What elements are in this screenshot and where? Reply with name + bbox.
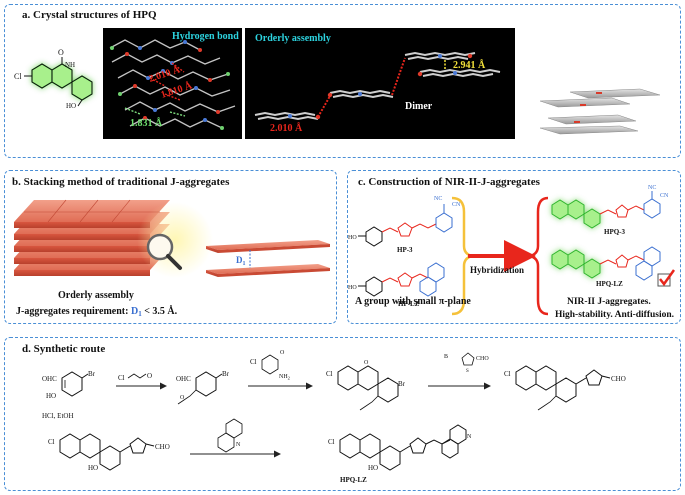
nc-label: NC xyxy=(434,196,442,202)
compound-4: Cl CHO xyxy=(504,365,626,411)
cn-label-2: CN xyxy=(660,193,669,199)
ohc-1: OHC xyxy=(42,375,57,383)
dimer-label: Dimer xyxy=(405,101,433,112)
hpq-lz-product-label: HPQ-LZ xyxy=(340,476,367,484)
right-brace xyxy=(529,196,549,316)
ohc-2: OHC xyxy=(176,375,191,383)
distance-label-4: 2.941 Å xyxy=(453,59,486,71)
n-6: N xyxy=(467,434,472,440)
cho-r3: CHO xyxy=(476,356,489,362)
hp3-structure: HO NC CN xyxy=(348,196,461,247)
compound-3: Cl O Br xyxy=(326,360,406,411)
atom-o-a: O xyxy=(58,48,64,57)
cho-4: CHO xyxy=(611,375,626,383)
right-caption-1: NIR-II J-aggregates. xyxy=(567,297,651,307)
panel-a-title: a. Crystal structures of HPQ xyxy=(22,9,157,21)
checkmark-icon xyxy=(657,269,676,287)
reagent-4: N xyxy=(217,418,243,453)
o-2: O xyxy=(180,395,185,401)
distance-label-3: 1.831 Å xyxy=(130,117,163,129)
n-r4: N xyxy=(236,442,241,448)
compound-1: Br OHC HO xyxy=(42,370,96,400)
br-2: Br xyxy=(222,370,230,378)
hplz-structure: HO xyxy=(348,262,445,297)
cl-3: Cl xyxy=(326,370,333,378)
orderly-assembly-label-a: Orderly assembly xyxy=(255,33,331,44)
panel-d-frame xyxy=(4,337,681,491)
o-3: O xyxy=(364,360,369,366)
orderly-assembly-label-b: Orderly assembly xyxy=(58,290,134,301)
cho-5: CHO xyxy=(155,443,170,451)
nh2-r2: NH2 xyxy=(279,374,290,381)
compound-hpq-lz: Cl HO N xyxy=(328,424,472,472)
hybridization-label: Hybridization xyxy=(470,265,524,275)
panel-a-frame xyxy=(4,4,681,158)
br-1: Br xyxy=(88,370,96,378)
cl-4: Cl xyxy=(504,370,511,378)
panel-b-frame xyxy=(4,170,337,324)
compound-2: Br OHC O xyxy=(176,370,230,405)
nc-label-2: NC xyxy=(648,185,656,191)
panel-c-frame xyxy=(347,170,681,324)
s-r3: S xyxy=(466,369,469,374)
cl-r1: Cl xyxy=(118,374,125,382)
reagent-hcl: HCl, EtOH xyxy=(42,412,74,420)
ho-1: HO xyxy=(46,392,56,400)
cl-6: Cl xyxy=(328,438,335,446)
panel-d-title: d. Synthetic route xyxy=(22,343,106,355)
hp3-label: HP-3 xyxy=(397,246,413,254)
hplz-label: HP-LZ xyxy=(398,300,420,308)
atom-oh-a: HO xyxy=(66,102,76,110)
cl-5: Cl xyxy=(48,438,55,446)
ho-label-2: HO xyxy=(348,285,357,291)
hpqlz-label: HPQ-LZ xyxy=(596,280,623,288)
distance-label-5: 2.010 Å xyxy=(270,122,303,134)
hpqlz-structure xyxy=(551,246,661,281)
reagent-3: B CHO S xyxy=(444,352,489,374)
hpq3-structure: NC CN xyxy=(551,185,669,229)
d1-label: D1 xyxy=(236,255,246,267)
br-3: Br xyxy=(398,380,406,388)
j-aggregate-stack: D1 xyxy=(14,199,330,278)
right-caption-2: High-stability. Anti-diffusion. xyxy=(555,310,674,320)
hpq-molecule-a: Cl O NH HO xyxy=(14,48,93,110)
ho-label-1: HO xyxy=(348,235,357,241)
atom-cl-a: Cl xyxy=(14,72,22,81)
left-caption: A group with small π-plane xyxy=(355,296,471,307)
requirement-text: J-aggregates requirement: D1 < 3.5 Å. xyxy=(16,305,178,318)
o-r1: O xyxy=(147,372,152,380)
reagent-2: Cl NH2 O xyxy=(250,350,290,381)
hpq3-label: HPQ-3 xyxy=(604,228,625,236)
cn-label: CN xyxy=(452,202,461,208)
b-r3: B xyxy=(444,354,448,360)
cl-r2: Cl xyxy=(250,358,257,366)
panel-c-title: c. Construction of NIR-II-J-aggregates xyxy=(358,176,540,188)
crystal-image-hydrogen-bond: 2.010 Å 1.810 Å 1.831 Å Hydrogen bond xyxy=(103,28,242,139)
stacked-slabs-illustration xyxy=(539,88,661,135)
ho-5: HO xyxy=(88,464,98,472)
panel-b-title: b. Stacking method of traditional J-aggr… xyxy=(12,176,230,188)
o-r2: O xyxy=(280,350,285,356)
reagent-1: Cl O xyxy=(118,372,152,382)
atom-nh-a: NH xyxy=(65,61,75,69)
compound-5: Cl CHO HO xyxy=(48,433,170,472)
crystal-image-orderly-assembly: Orderly assembly 2.941 Å 2.010 Å Dimer xyxy=(245,28,515,139)
ho-6: HO xyxy=(368,464,378,472)
hydrogen-bond-label: Hydrogen bond xyxy=(172,31,239,42)
